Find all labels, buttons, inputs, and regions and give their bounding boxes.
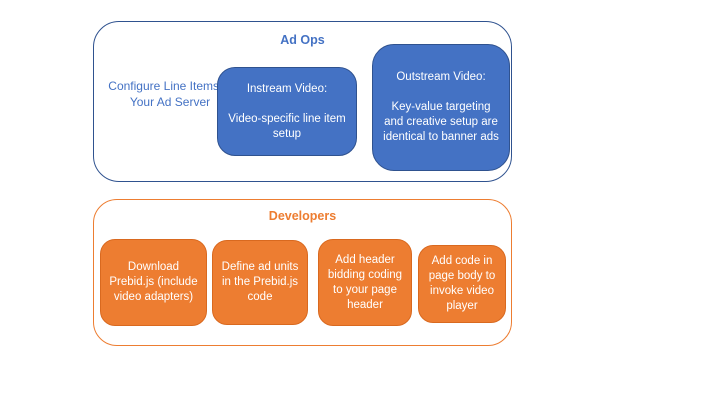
instream-video-box: Instream Video: Video-specific line item… [217,67,357,156]
step-download-prebid-label: Download Prebid.js (include video adapte… [109,261,198,303]
instream-video-box-title: Instream Video: [246,82,328,95]
developers-title: Developers [268,209,337,223]
step-download-prebid: Download Prebid.js (include video adapte… [100,239,207,326]
step-add-header-bidding: Add header bidding coding to your page h… [318,239,412,326]
step-add-page-body-code: Add code in page body to invoke video pl… [418,245,506,323]
step-add-header-bidding-label: Add header bidding coding to your page h… [327,253,403,311]
configure-line-items-note: Configure Line Items in Your Ad Server [108,79,232,109]
outstream-video-box-body: Key-value targeting and creative setup a… [383,101,499,143]
step-define-ad-units: Define ad units in the Prebid.js code [212,240,308,325]
step-add-page-body-code-label: Add code in page body to invoke video pl… [428,255,496,312]
step-define-ad-units-label: Define ad units in the Prebid.js code [221,261,299,303]
ad-ops-title: Ad Ops [280,33,325,47]
outstream-video-box-title: Outstream Video: [396,71,486,83]
outstream-video-box: Outstream Video: Key-value targeting and… [372,44,510,171]
ad-ops-container: Ad Ops Configure Line Items in Your Ad S… [93,21,512,182]
instream-video-box-body: Video-specific line item setup [228,112,346,140]
developers-container: Developers Download Prebid.js (include v… [93,199,512,346]
